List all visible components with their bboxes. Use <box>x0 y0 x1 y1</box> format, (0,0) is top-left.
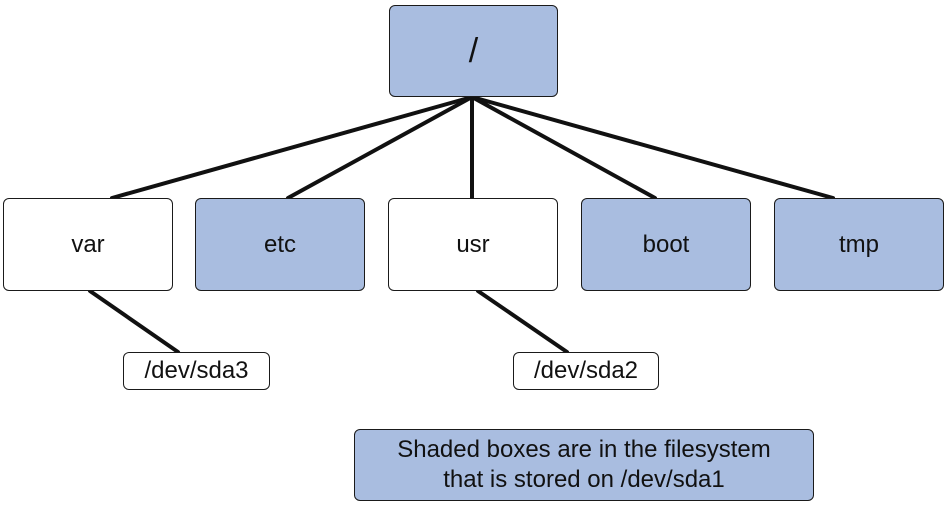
device-label-sda2: /dev/sda2 <box>533 357 639 384</box>
link-root-var <box>110 95 474 200</box>
link-usr-sda2 <box>476 289 569 354</box>
device-box-sda3: /dev/sda3 <box>123 352 270 390</box>
directory-box-etc: etc <box>195 198 365 291</box>
directory-box-usr: usr <box>388 198 558 291</box>
legend-box: Shaded boxes are in the filesystem that … <box>354 429 814 501</box>
root-directory-label: / <box>468 31 479 70</box>
link-root-boot <box>470 95 657 200</box>
directory-label-tmp: tmp <box>838 230 879 258</box>
directory-box-var: var <box>3 198 173 291</box>
directory-label-etc: etc <box>263 230 296 258</box>
root-directory-box: / <box>389 5 558 97</box>
link-var-sda3 <box>88 289 180 354</box>
legend-line-2: that is stored on /dev/sda1 <box>443 466 725 493</box>
device-box-sda2: /dev/sda2 <box>513 352 659 390</box>
legend-line-1: Shaded boxes are in the filesystem <box>397 436 771 463</box>
link-root-tmp <box>470 95 835 200</box>
directory-label-boot: boot <box>642 230 690 258</box>
directory-label-usr: usr <box>456 230 490 258</box>
device-label-sda3: /dev/sda3 <box>144 357 249 384</box>
link-root-etc <box>286 95 474 200</box>
directory-box-tmp: tmp <box>774 198 944 291</box>
directory-label-var: var <box>71 230 105 258</box>
directory-box-boot: boot <box>581 198 751 291</box>
